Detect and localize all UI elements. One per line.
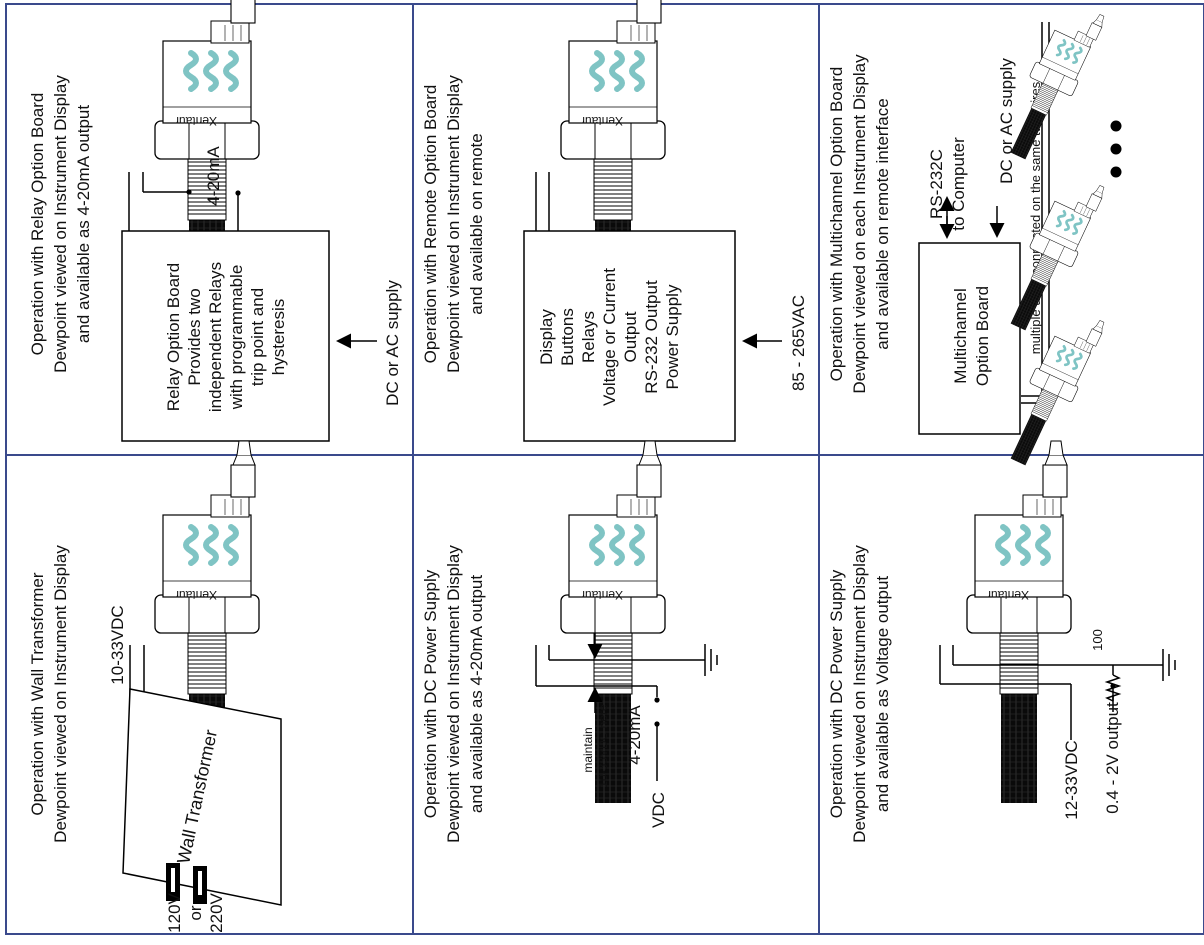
brand-label: Xentaur <box>987 588 1029 602</box>
panel-subtitle: Dewpoint viewed on Instrument Display <box>850 545 869 843</box>
box-line: Output <box>621 311 640 362</box>
brand-label: Xentaur <box>175 588 217 602</box>
supply-label: DC or AC supply <box>383 280 402 406</box>
vdc-label: VDC <box>649 792 668 828</box>
panel-subtitle-2: and available on remote interface <box>873 98 892 349</box>
panel-subtitle: Dewpoint viewed on Instrument Display <box>51 545 70 843</box>
relay-option-board-box <box>121 230 330 442</box>
maintain-label: maintain <box>581 727 595 772</box>
box-line: Relays <box>579 311 598 363</box>
multichannel-option-board-box <box>918 242 1021 435</box>
box-line: Option Board <box>973 286 992 386</box>
panel-subtitle-2: and available as 4-20mA output <box>74 105 93 343</box>
mains-label: 120V <box>165 892 184 932</box>
panel-title: Operation with Remote Option Board <box>421 85 440 364</box>
supply-label: 10-33VDC <box>108 605 127 684</box>
ground-symbol <box>1162 649 1176 681</box>
wires <box>939 645 1163 740</box>
panel-title: Operation with Wall Transformer <box>28 572 47 815</box>
panel-dc-4-20ma: Operation with DC Power Supply Dewpoint … <box>421 441 718 843</box>
resistor-label: 100 <box>1090 629 1105 651</box>
panel-subtitle-2: and available on remote <box>467 133 486 314</box>
wires <box>128 172 377 349</box>
remote-option-board-box <box>523 230 736 442</box>
panel-title: Operation with Relay Option Board <box>28 93 47 356</box>
panel-title: Operation with DC Power Supply <box>421 569 440 818</box>
panel-subtitle-2: and available as 4-20mA output <box>467 575 486 813</box>
panel-subtitle-2: and available as Voltage output <box>873 576 892 813</box>
box-line: Voltage or Current <box>600 268 619 406</box>
box-line: trip point and <box>248 288 267 386</box>
terminal-dot <box>654 721 660 727</box>
wires <box>535 172 782 349</box>
terminal-dot <box>235 190 241 196</box>
dewpoint-sensor <box>561 441 665 803</box>
terminal-dot <box>1110 683 1116 689</box>
rs232-label: RS-232C <box>927 149 946 219</box>
brand-labels: Xentaur Xentaur Xentaur Xentaur Xentaur <box>175 114 1029 602</box>
box-line: Power Supply <box>663 284 682 389</box>
supply-label: 12-33VDC <box>1062 740 1081 819</box>
panel-grid <box>5 3 1204 935</box>
panel-subtitle: Dewpoint viewed on Instrument Display <box>51 75 70 373</box>
output-label: 0.4 - 2V output <box>1103 702 1122 814</box>
panel-title: Operation with Multichannel Option Board <box>827 67 846 382</box>
panel-relay-board: Operation with Relay Option Board Dewpoi… <box>28 0 402 442</box>
current-label: 4-20mA <box>625 705 644 765</box>
panel-subtitle: Dewpoint viewed on Instrument Display <box>444 545 463 843</box>
ellipsis-dots <box>1110 120 1122 178</box>
wires <box>535 633 705 781</box>
brand-label: Xentaur <box>175 114 217 128</box>
plug-prongs <box>166 863 207 904</box>
box-line: Display <box>537 309 556 365</box>
box-line: with programmable <box>227 265 246 411</box>
terminal-dot <box>186 189 192 195</box>
supply-label: 85 - 265VAC <box>789 295 808 391</box>
box-line: Relay Option Board <box>164 263 183 411</box>
brand-label: Xentaur <box>581 588 623 602</box>
mains-label: or <box>186 905 205 920</box>
box-line: RS-232 Output <box>642 280 661 394</box>
maintain-value: 10-33VDC here <box>596 704 610 788</box>
current-label: 4-20mA <box>204 146 223 206</box>
mains-label: 220V <box>207 892 226 932</box>
box-line: Buttons <box>558 308 577 366</box>
box-line: hysteresis <box>269 299 288 376</box>
terminal-dot <box>654 697 660 703</box>
dewpoint-sensor <box>967 441 1071 803</box>
panel-dc-voltage: Operation with DC Power Supply Dewpoint … <box>827 441 1176 843</box>
supply-label: DC or AC supply <box>997 58 1016 184</box>
panel-multichannel: Operation with Multichannel Option Board… <box>827 0 1122 474</box>
ground-symbol <box>704 644 718 676</box>
rs232-sublabel: to Computer <box>949 137 968 231</box>
panel-wall-transformer: Operation with Wall Transformer Dewpoint… <box>28 441 282 933</box>
box-line: Provides two <box>185 288 204 385</box>
box-line: independent Relays <box>206 262 225 412</box>
panel-subtitle: Dewpoint viewed on each Instrument Displ… <box>850 54 869 394</box>
wall-transformer-box <box>122 688 282 906</box>
box-line: Multichannel <box>951 288 970 383</box>
brand-label: Xentaur <box>581 114 623 128</box>
panel-subtitle: Dewpoint viewed on Instrument Display <box>444 75 463 373</box>
panel-title: Operation with DC Power Supply <box>827 569 846 818</box>
panel-remote-board: Operation with Remote Option Board Dewpo… <box>421 0 808 442</box>
